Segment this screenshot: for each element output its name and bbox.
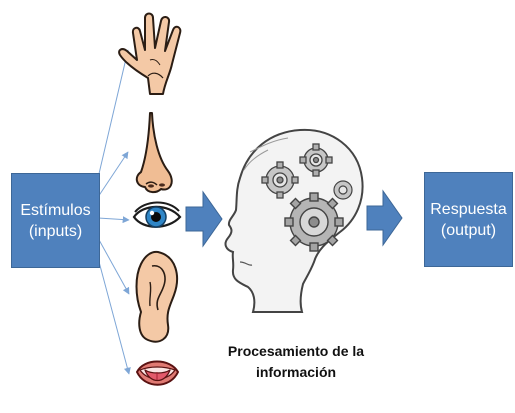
gear-medium-icon	[261, 161, 299, 199]
input-box-sublabel: (inputs)	[28, 222, 83, 240]
output-box-sublabel: (output)	[440, 221, 497, 239]
processing-caption: Procesamiento de la información	[216, 341, 376, 383]
gear-large-icon	[284, 192, 344, 252]
eye-icon	[132, 201, 182, 228]
input-stimuli-box: Estímulos (inputs)	[11, 173, 100, 268]
ear-icon	[135, 250, 178, 343]
connector-to-nose	[97, 151, 129, 198]
connector-to-mouth	[97, 257, 131, 375]
caption-line-2: información	[255, 364, 337, 380]
connector-to-ear	[97, 237, 130, 295]
input-box-label: Estímulos	[20, 201, 91, 219]
output-box-label: Respuesta	[430, 200, 507, 218]
gear-small-icon	[299, 143, 333, 177]
caption-line-1: Procesamiento de la	[227, 343, 365, 359]
nose-icon	[135, 112, 173, 194]
connector-to-hand	[97, 49, 130, 179]
gear-tiny-icon	[333, 180, 353, 200]
hand-icon	[118, 12, 182, 95]
output-response-box: Respuesta (output)	[424, 172, 513, 267]
connector-to-eye	[97, 216, 130, 224]
connector-lines	[97, 49, 131, 375]
mouth-icon	[136, 360, 179, 386]
arrow-right-1	[185, 190, 223, 248]
arrow-right-2	[366, 189, 403, 247]
head-gears-icon	[224, 128, 364, 313]
